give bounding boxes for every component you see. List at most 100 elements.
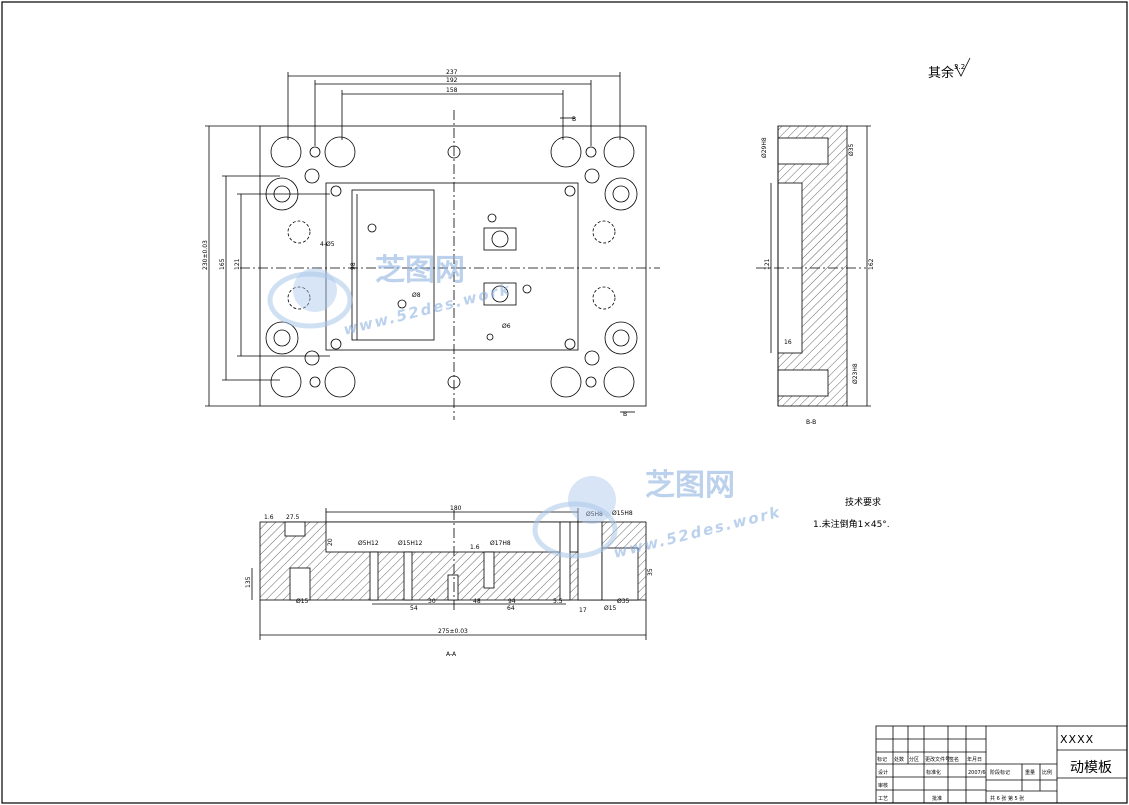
insert-pocket: [483, 227, 517, 251]
tb-weight: 重量: [1025, 769, 1035, 776]
dim-label: Ø35: [848, 143, 855, 156]
tb-standard: 标准化: [926, 769, 941, 776]
tb-header: 签名: [949, 756, 959, 763]
tb-header: 处数: [894, 756, 904, 763]
note-label: Ø6: [502, 323, 511, 330]
top-view-cavity: [325, 182, 579, 351]
technical-requirements-title: 技术要求: [845, 498, 882, 508]
small-hole: [585, 376, 597, 388]
roughness-label: 1.6: [470, 544, 480, 551]
tb-header: 年月日: [967, 756, 982, 763]
screw-hole: [287, 220, 311, 244]
guide-hole: [324, 136, 356, 168]
surface-roughness-note: 其余3.2: [928, 62, 965, 81]
top-view: [205, 72, 660, 420]
small-hole: [447, 145, 461, 159]
guide-hole: [603, 366, 635, 398]
corner-hole: [330, 185, 342, 197]
side-view: [756, 125, 871, 407]
section-view-labels: 180 275±0.03 135 35 30 64 48 94 54 5.5 1…: [245, 505, 654, 658]
roughness-symbol: [954, 57, 971, 77]
technical-requirement-item: 1.未注倒角1×45°.: [813, 520, 890, 530]
tb-role: 工艺: [878, 796, 888, 802]
tb-header: 更改文件号: [925, 756, 950, 763]
note-label: Ø15H8: [612, 510, 633, 517]
tb-role: 审核: [878, 782, 888, 789]
small-hole: [584, 350, 600, 366]
bushing-hole: [265, 321, 299, 355]
top-view-labels: 237 192 158 230±0.03 165 121 98 4-Ø5 Ø8 …: [202, 69, 627, 418]
dim-label: 192: [446, 77, 458, 84]
view-caption: B-B: [806, 419, 816, 426]
small-hole: [584, 168, 600, 184]
note-label: Ø5H8: [586, 511, 603, 518]
top-view-outline: [259, 125, 647, 407]
dim-label: Ø15: [604, 605, 617, 612]
drawing-code: XXXX: [1060, 733, 1095, 746]
top-view-inner-left-pocket: [351, 189, 435, 341]
dim-label: 135: [245, 576, 252, 588]
view-caption: A-A: [446, 651, 457, 658]
small-hole: [309, 146, 321, 158]
dim-label: Ø15: [296, 598, 309, 605]
guide-hole: [603, 136, 635, 168]
small-hole: [304, 168, 320, 184]
insert-pocket: [483, 282, 517, 306]
dim-label: Ø29H8: [761, 137, 768, 158]
guide-hole: [324, 366, 356, 398]
screw-hole: [592, 286, 616, 310]
dim-label: 98: [350, 262, 357, 270]
section-mark: B: [623, 411, 627, 418]
corner-hole: [564, 338, 576, 350]
tb-sheet: 共 6 张 第 5 张: [990, 795, 1024, 802]
screw-hole: [592, 220, 616, 244]
dim-label: 94: [508, 598, 516, 605]
part-name: 动模板: [1070, 760, 1112, 776]
small-hole: [447, 375, 461, 389]
tb-scale: 比例: [1042, 769, 1052, 776]
dim-label: 275±0.03: [438, 628, 468, 635]
note-label: Ø17H8: [490, 540, 511, 547]
dim-label: 17: [579, 607, 587, 614]
dim-label: 30: [428, 598, 436, 605]
dim-label: 162: [868, 258, 875, 270]
corner-hole: [330, 338, 342, 350]
roughness-label: 1.6: [264, 514, 274, 521]
surface-note-label: 其余: [928, 66, 955, 81]
small-hole: [309, 376, 321, 388]
tb-stage: 阶段标记: [990, 769, 1010, 776]
side-view-labels: 162 121 Ø29H8 Ø35 Ø23H8 16 B-B: [761, 137, 875, 426]
guide-hole: [270, 366, 302, 398]
dim-label: 35: [647, 568, 654, 576]
small-hole: [304, 350, 320, 366]
section-mark: B: [572, 116, 576, 123]
dim-label: 48: [473, 598, 481, 605]
small-hole: [585, 146, 597, 158]
title-block-labels: 标记 处数 分区 更改文件号 签名 年月日 设计 审核 工艺 标准化 批准 20…: [877, 756, 1052, 802]
dim-label: 121: [234, 258, 241, 270]
guide-hole: [270, 136, 302, 168]
dim-label: 64: [507, 605, 515, 612]
note-label: Ø5H12: [358, 540, 379, 547]
tb-role: 设计: [878, 769, 888, 776]
dim-label: Ø23H8: [852, 363, 859, 384]
dim-label: 54: [410, 605, 418, 612]
dim-label: 230±0.03: [202, 240, 209, 270]
dim-label: 158: [446, 87, 458, 94]
dim-label: 165: [219, 258, 226, 270]
dim-label: 237: [446, 69, 458, 76]
note-label: Ø8: [412, 292, 421, 299]
tb-header: 分区: [909, 756, 919, 763]
tb-header: 标记: [877, 756, 887, 763]
bushing-hole: [604, 321, 638, 355]
roughness-value: 3.2: [954, 63, 966, 71]
dim-label: 27.5: [286, 514, 300, 521]
dim-label: Ø35: [617, 598, 630, 605]
tb-date: 2007/6: [968, 770, 986, 776]
dim-label: 5.5: [553, 598, 563, 605]
note-label: Ø15H12: [398, 540, 423, 547]
dim-label: 121: [764, 258, 771, 270]
tb-approve: 批准: [932, 795, 942, 802]
